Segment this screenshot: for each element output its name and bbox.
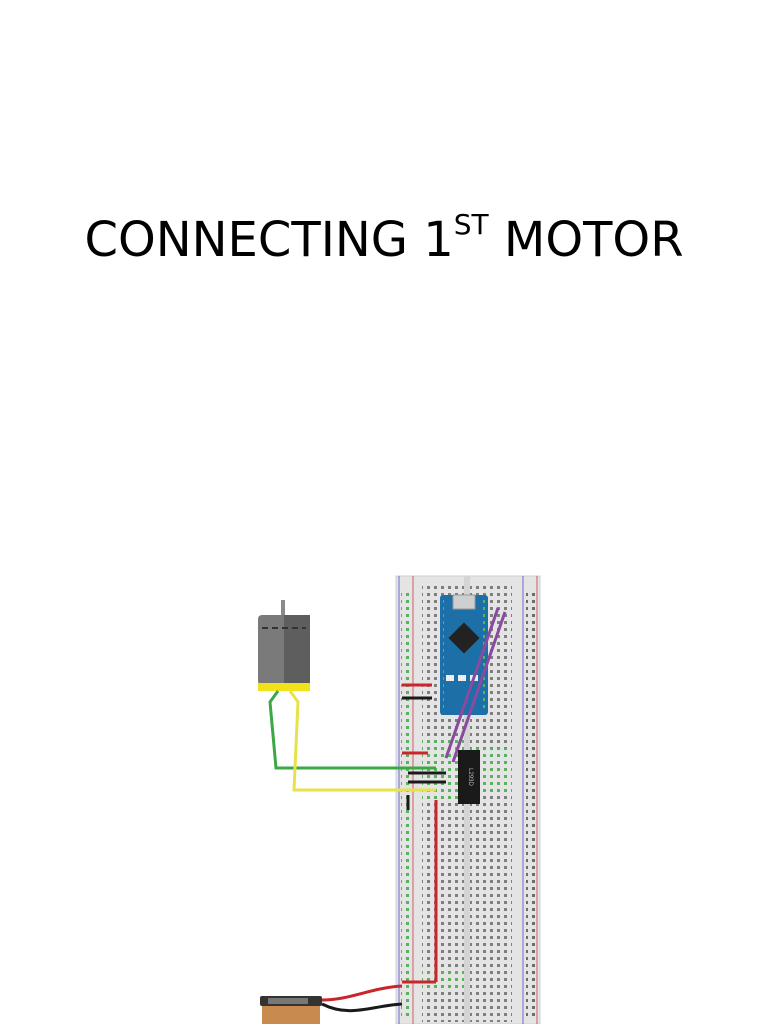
arduino-nano [440, 594, 488, 715]
circuit-svg: L293D [258, 575, 541, 1024]
dc-motor [258, 600, 310, 691]
title-main: CONNECTING 1 [84, 212, 454, 268]
title-end: MOTOR [488, 212, 684, 268]
chip-label: L293D [467, 768, 473, 786]
short-jumpers [402, 683, 446, 984]
l293d-chip: L293D [458, 750, 480, 804]
motor-wires [268, 690, 436, 792]
slide-title: CONNECTING 1ST MOTOR [0, 211, 768, 269]
circuit-diagram: L293D [250, 570, 550, 1024]
purple-wires [444, 607, 507, 763]
battery [260, 984, 403, 1024]
title-superscript: ST [453, 208, 489, 241]
